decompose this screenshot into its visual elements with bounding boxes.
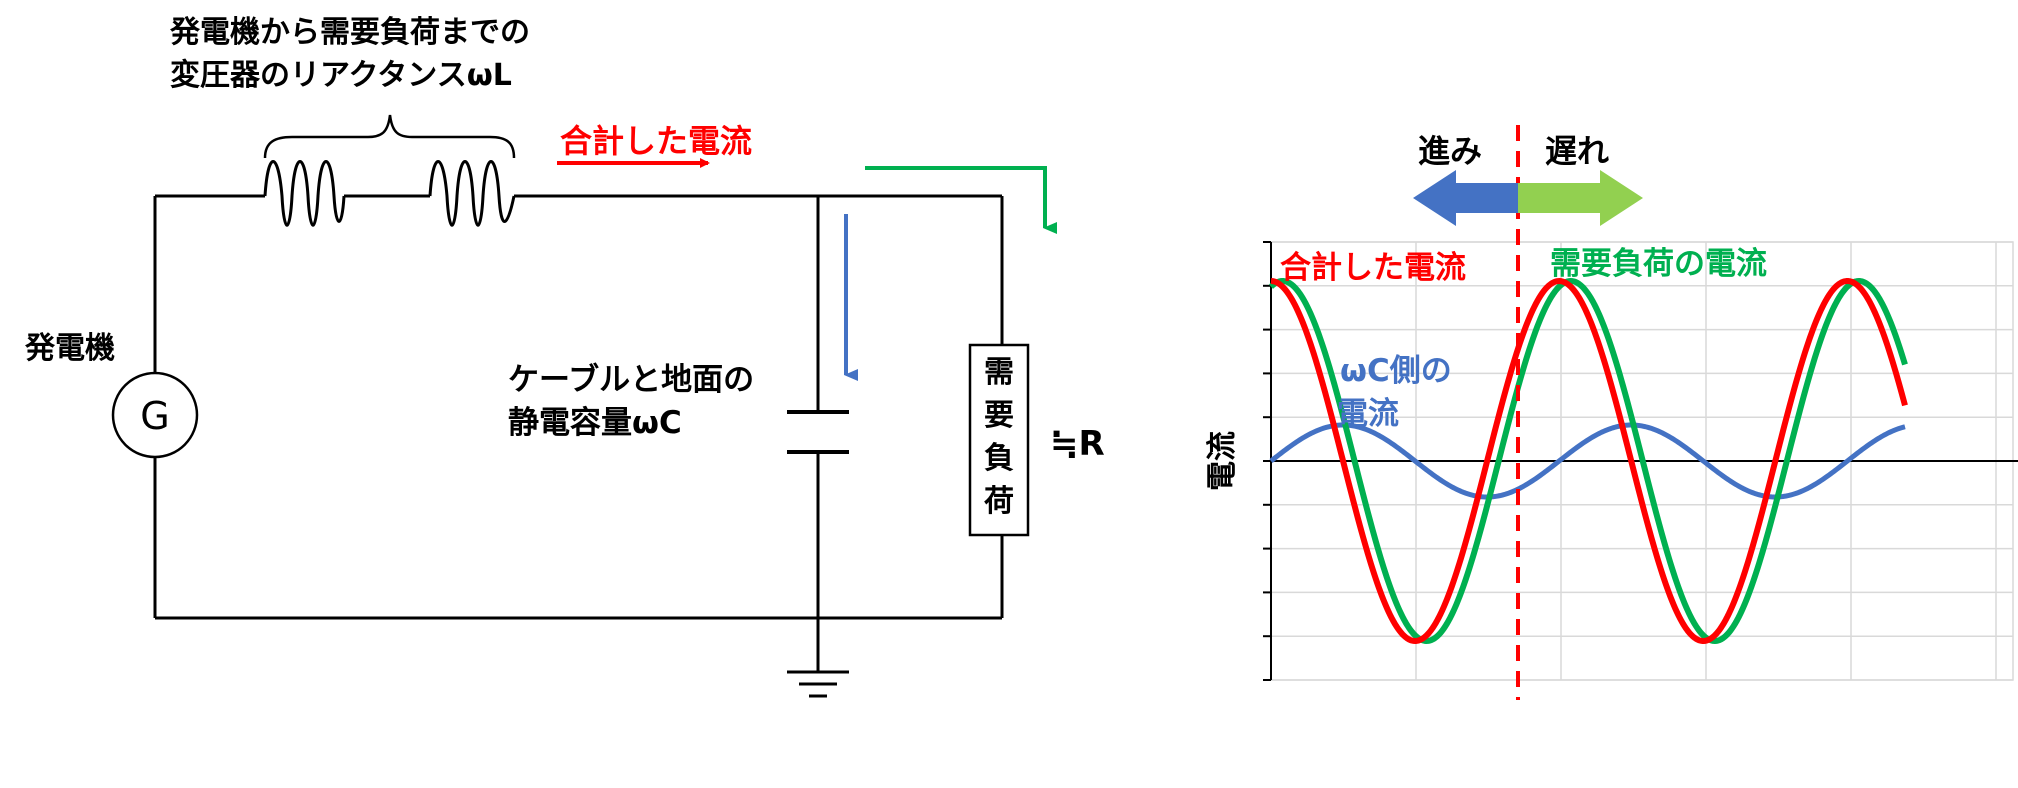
load-current-series-label: 需要負荷の電流 <box>1550 246 1767 282</box>
capacitive-current-curve <box>1269 422 1906 500</box>
load-current-curve <box>1268 278 1908 644</box>
series-layer <box>1268 278 1908 644</box>
y-axis-ticks <box>1263 241 1271 681</box>
reactance-label-line1: 発電機から需要負荷までの <box>169 15 530 50</box>
lead-arrow <box>1413 170 1518 226</box>
inductor-coil-2 <box>428 160 516 227</box>
lag-arrow <box>1518 170 1643 226</box>
reactance-brace <box>263 114 516 159</box>
total-current-label: 合計した電流 <box>560 122 752 160</box>
reactance-label-line2: 変圧器のリアクタンスωL <box>170 58 512 93</box>
y-axis-label: 電流 <box>1205 431 1240 491</box>
load-char-3: 負 <box>984 441 1014 476</box>
load-char-2: 要 <box>984 398 1014 433</box>
total-current-curve <box>1269 278 1908 644</box>
capacitance-label-line1: ケーブルと地面の <box>508 362 754 398</box>
lag-label: 遅れ <box>1545 132 1609 170</box>
approx-r-label: ≒R <box>1050 424 1105 464</box>
load-char-1: 需 <box>984 355 1014 390</box>
waveform-chart: 電流 進み 遅れ 合計した電流 需要負荷の電流 ωC側の 電流 <box>1205 125 2018 700</box>
circuit-diagram: 発電機から需要負荷までの 変圧器のリアクタンスωL 合計した電流 G 発電機 <box>24 15 1105 698</box>
lead-label: 進み <box>1418 132 1482 170</box>
inductor-coil-1 <box>263 160 346 227</box>
capacitive-current-label-line1: ωC側の <box>1340 353 1452 389</box>
generator-label: 発電機 <box>24 331 115 366</box>
capacitance-label-line2: 静電容量ωC <box>508 405 682 441</box>
load-resistor <box>968 343 1030 537</box>
load-char-4: 荷 <box>984 484 1014 519</box>
capacitive-current-label-line2: 電流 <box>1337 396 1399 432</box>
total-current-series-label: 合計した電流 <box>1280 250 1466 286</box>
generator-letter: G <box>140 394 169 438</box>
load-current-arrow <box>865 166 1057 234</box>
